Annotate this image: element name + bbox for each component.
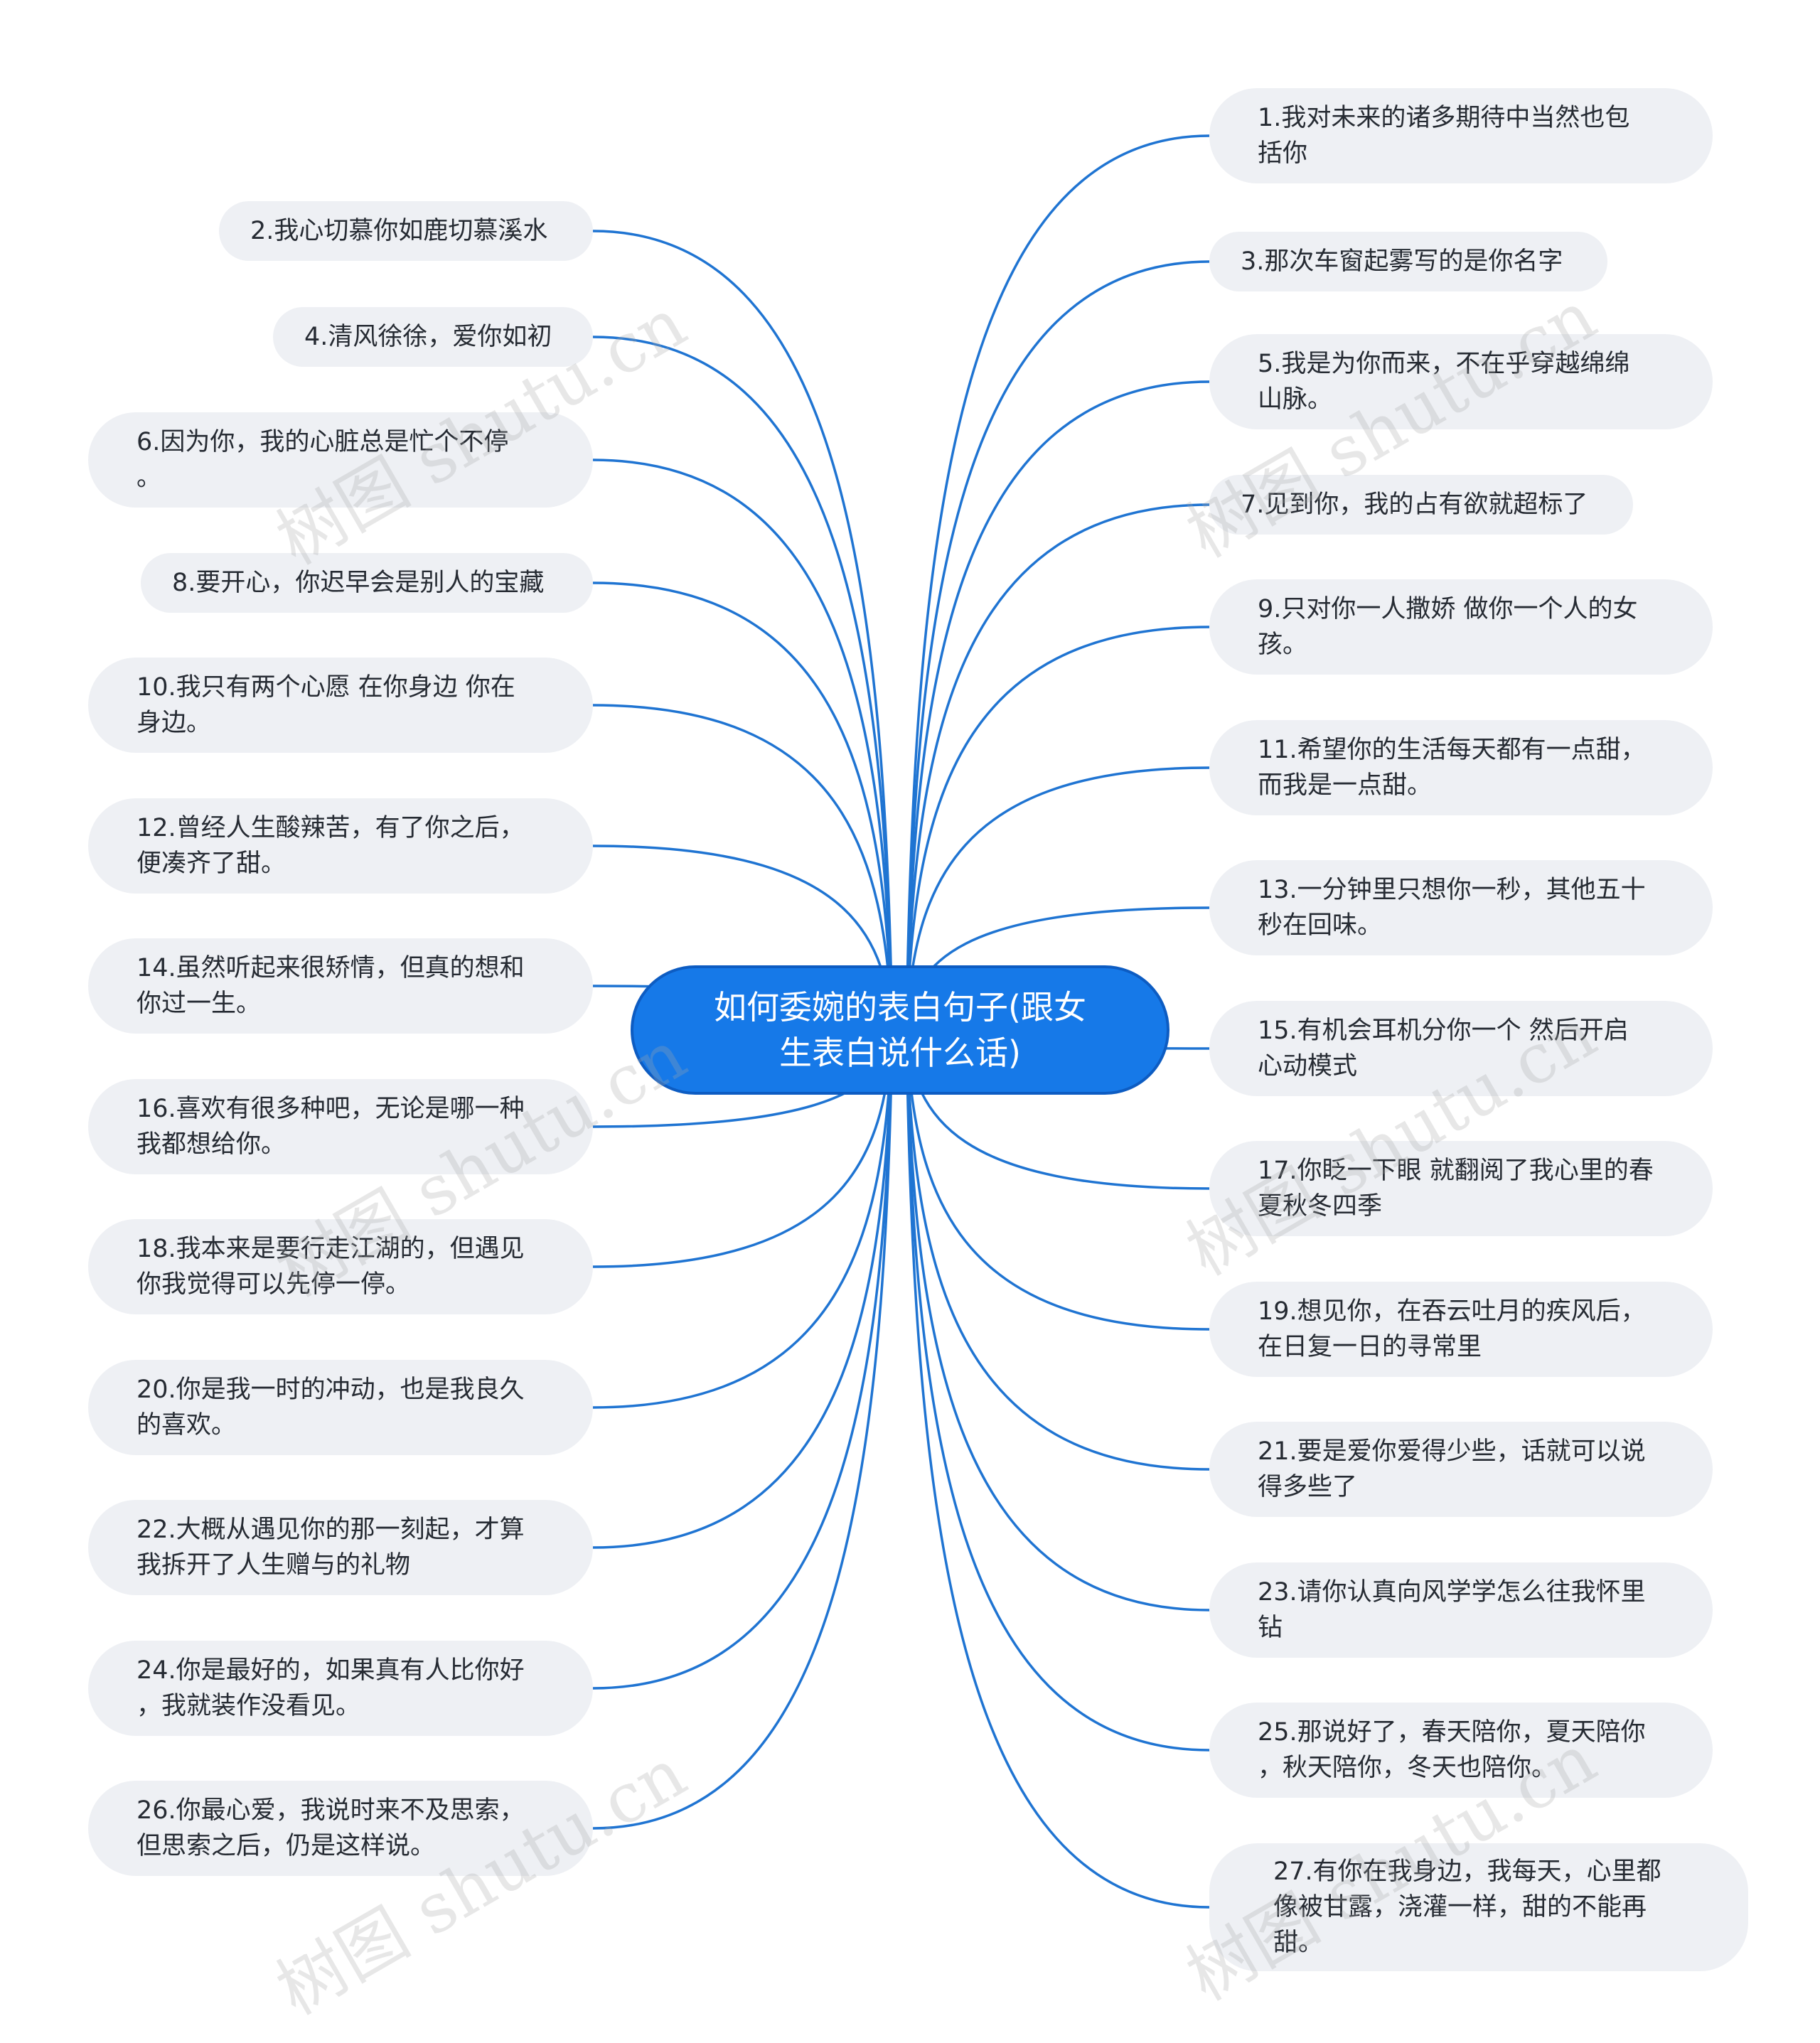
branch-node-20[interactable]: 20.你是我一时的冲动，也是我良久 的喜欢。	[88, 1360, 593, 1455]
branch-node-5[interactable]: 5.我是为你而来，不在乎穿越绵绵 山脉。	[1209, 334, 1713, 429]
connector-line	[905, 1029, 1210, 1909]
connector-line	[592, 1029, 894, 1409]
branch-node-7[interactable]: 7.见到你，我的占有欲就超标了	[1209, 475, 1633, 535]
connector-line	[905, 380, 1210, 1031]
branch-node-13[interactable]: 13.一分钟里只想你一秒，其他五十 秒在回味。	[1209, 860, 1713, 955]
branch-node-16[interactable]: 16.喜欢有很多种吧，无论是哪一种 我都想给你。	[88, 1079, 593, 1174]
branch-node-8[interactable]: 8.要开心，你迟早会是别人的宝藏	[141, 553, 593, 613]
connector-line	[905, 1029, 1210, 1612]
connector-line	[905, 626, 1210, 1031]
connector-line	[592, 704, 894, 1031]
branch-node-12[interactable]: 12.曾经人生酸辣苦，有了你之后， 便凑齐了甜。	[88, 798, 593, 894]
connector-line	[905, 1029, 1210, 1471]
branch-node-1[interactable]: 1.我对未来的诸多期待中当然也包 括你	[1209, 88, 1713, 183]
connector-line	[592, 1029, 894, 1549]
branch-node-15[interactable]: 15.有机会耳机分你一个 然后开启 心动模式	[1209, 1001, 1713, 1096]
branch-node-4[interactable]: 4.清风徐徐，爱你如初	[273, 307, 593, 367]
branch-node-18[interactable]: 18.我本来是要行走江湖的，但遇见 你我觉得可以先停一停。	[88, 1219, 593, 1314]
branch-node-21[interactable]: 21.要是爱你爱得少些，话就可以说 得多些了	[1209, 1422, 1713, 1517]
branch-node-14[interactable]: 14.虽然听起来很矫情，但真的想和 你过一生。	[88, 938, 593, 1034]
branch-node-11[interactable]: 11.希望你的生活每天都有一点甜， 而我是一点甜。	[1209, 720, 1713, 815]
connector-line	[592, 1029, 894, 1830]
branch-node-22[interactable]: 22.大概从遇见你的那一刻起，才算 我拆开了人生赠与的礼物	[88, 1500, 593, 1595]
branch-node-17[interactable]: 17.你眨一下眼 就翻阅了我心里的春 夏秋冬四季	[1209, 1141, 1713, 1236]
branch-node-9[interactable]: 9.只对你一人撒娇 做你一个人的女 孩。	[1209, 579, 1713, 675]
connector-line	[592, 336, 894, 1031]
branch-node-26[interactable]: 26.你最心爱，我说时来不及思索， 但思索之后，仍是这样说。	[88, 1781, 593, 1876]
branch-node-2[interactable]: 2.我心切慕你如鹿切慕溪水	[219, 201, 593, 261]
branch-node-6[interactable]: 6.因为你，我的心脏总是忙个不停 。	[88, 412, 593, 508]
root-topic[interactable]: 如何委婉的表白句子(跟女 生表白说什么话)	[631, 965, 1169, 1095]
branch-node-19[interactable]: 19.想见你，在吞云吐月的疾风后， 在日复一日的寻常里	[1209, 1282, 1713, 1377]
connector-line	[905, 503, 1210, 1031]
connector-line	[905, 134, 1210, 1031]
branch-node-3[interactable]: 3.那次车窗起雾写的是你名字	[1209, 232, 1607, 291]
connector-line	[592, 581, 894, 1031]
branch-node-10[interactable]: 10.我只有两个心愿 在你身边 你在 身边。	[88, 658, 593, 753]
connector-line	[905, 1029, 1210, 1752]
connector-line	[592, 459, 894, 1031]
connector-line	[905, 1029, 1210, 1331]
connector-line	[592, 1029, 894, 1690]
branch-node-27[interactable]: 27.有你在我身边，我每天，心里都 像被甘露，浇灌一样，甜的不能再 甜。	[1209, 1843, 1748, 1971]
branch-node-23[interactable]: 23.请你认真向风学学怎么往我怀里 钻	[1209, 1562, 1713, 1658]
connector-line	[592, 230, 894, 1031]
branch-node-24[interactable]: 24.你是最好的，如果真有人比你好 ，我就装作没看见。	[88, 1641, 593, 1736]
branch-node-25[interactable]: 25.那说好了，春天陪你，夏天陪你 ，秋天陪你，冬天也陪你。	[1209, 1702, 1713, 1798]
connector-line	[905, 260, 1210, 1031]
